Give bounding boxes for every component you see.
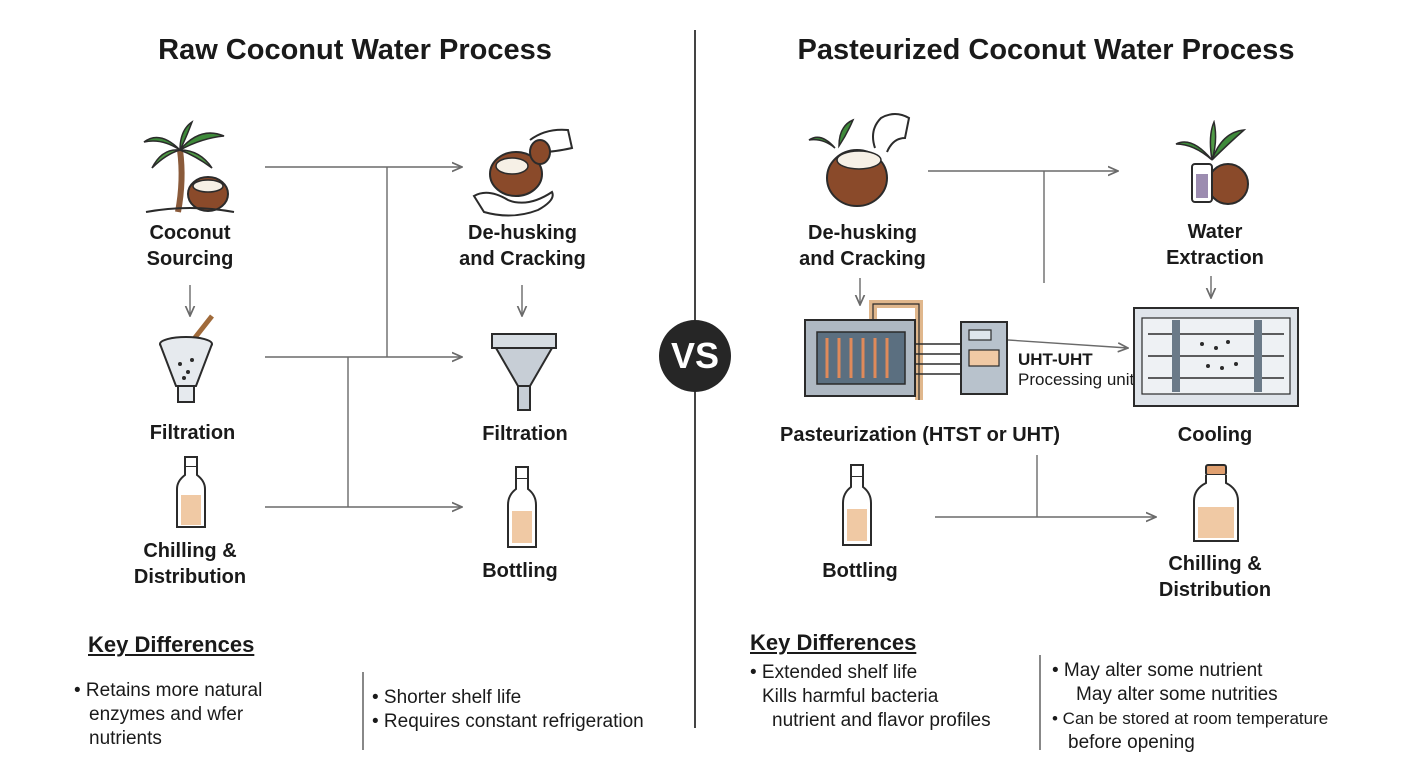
vs-badge: VS [659,320,731,392]
coconut-water-bottle-icon [1172,120,1254,208]
bottle-icon-raw-bottling [505,465,539,551]
funnel-filter-icon [490,330,558,412]
raw-process-title: Raw Coconut Water Process [158,34,552,66]
step-bottling-raw: Bottling [482,560,558,582]
bottle-icon-pasteurized [840,463,874,549]
step-filtration-left: Filtration [149,422,236,444]
raw-key-differences-title: Key Differences [88,632,255,657]
pasteurized-key-differences-list-1: • Extended shelf life Kills harmful bact… [750,662,991,731]
pasteurizer-machine-icon [803,300,1013,404]
pasteurized-process-title: Pasteurized Coconut Water Process [797,34,1295,66]
filter-cup-icon [156,314,220,408]
step-bottling-pasteurized: Bottling [822,560,898,582]
step-chilling-distribution: Chilling &Distribution [133,540,247,588]
step-filtration-right: Filtration [482,423,568,445]
pasteurized-key-differences-list-2: • May alter some nutrient May alter some… [1052,660,1329,753]
raw-key-differences-list-2: • Shorter shelf life • Requires constant… [372,687,644,732]
hand-cracking-coconut-icon [468,122,578,218]
palm-coconut-icon [140,120,240,216]
pasteurized-key-differences-title: Key Differences [750,630,917,655]
step-pasteurization: Pasteurization (HTST or UHT) [779,424,1060,446]
jar-icon [1190,463,1242,545]
raw-key-differences-list-1: • Retains more natural enzymes and wfer … [74,680,263,749]
processing-unit-sublabel: Processing unit [1018,370,1135,389]
cooling-unit-icon [1132,306,1300,408]
step-chilling-distribution-pasteurized: Chilling &Distribution [1158,553,1272,601]
step-cooling: Cooling [1177,424,1253,446]
bottle-icon [174,455,208,531]
processing-unit-label: UHT-UHT [1018,350,1093,369]
hand-coconut-icon [805,108,915,212]
arrow-unit-to-cooling [1007,339,1128,348]
